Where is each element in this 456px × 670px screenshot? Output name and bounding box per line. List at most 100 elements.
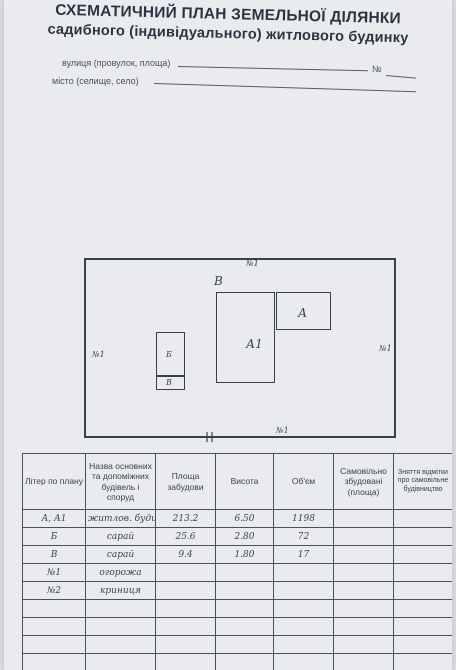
- cell-mark-removal: [393, 617, 452, 636]
- cell-volume: [273, 563, 334, 582]
- table-row: [22, 653, 452, 670]
- building-a1: [216, 292, 275, 383]
- street-label: вулиця (провулок, площа): [62, 58, 171, 68]
- cell-height: 1.80: [215, 545, 274, 564]
- cell-volume: [273, 599, 334, 618]
- building-a1-label: А1: [246, 337, 263, 351]
- cell-name: сарай: [85, 527, 156, 546]
- cell-letter: №1: [22, 563, 86, 582]
- cell-mark-removal: [393, 653, 452, 670]
- building-a: [276, 292, 331, 330]
- cell-mark-removal: [393, 581, 452, 600]
- cell-mark-removal: [393, 599, 452, 618]
- cell-area: [155, 581, 216, 600]
- cell-letter: №2: [22, 581, 86, 600]
- cell-height: [215, 617, 274, 636]
- building-b-label: Б: [166, 350, 172, 359]
- col-header-unauthorized: Самовільно збудовані (площа): [333, 453, 394, 510]
- cell-height: [215, 599, 274, 618]
- cell-volume: 72: [273, 527, 334, 546]
- cell-unauthorized: [333, 635, 394, 654]
- cell-unauthorized: [333, 527, 394, 546]
- cell-letter: [22, 599, 86, 618]
- land-plot-boundary: А1 А Б В №1 №1 №1 №1 В: [84, 258, 396, 442]
- well-mark: В: [214, 274, 223, 288]
- cell-area: [155, 635, 216, 654]
- cell-area: [155, 617, 216, 636]
- cell-letter: [22, 653, 86, 670]
- col-header-height: Висота: [215, 453, 274, 510]
- col-header-mark-removal: Зняття відмітки про самовільне будівницт…: [393, 453, 452, 510]
- cell-area: 25.6: [155, 527, 216, 546]
- cell-unauthorized: [333, 653, 394, 670]
- cell-height: [215, 563, 274, 582]
- cell-area: 213.2: [155, 509, 216, 528]
- cell-height: 2.80: [215, 527, 274, 546]
- cell-letter: [22, 617, 86, 636]
- city-label: місто (селище, село): [52, 76, 139, 86]
- gate-mark-icon: [206, 432, 213, 442]
- cell-mark-removal: [393, 527, 452, 546]
- fence-mark-left: №1: [92, 350, 105, 359]
- cell-name: огорожа: [85, 563, 156, 582]
- col-header-name: Назва основних та допоміжних будівель і …: [85, 453, 156, 510]
- cell-area: 9.4: [155, 545, 216, 564]
- cell-unauthorized: [333, 509, 394, 528]
- street-underline: [177, 66, 368, 72]
- table-row: [22, 635, 452, 654]
- buildings-register-table: Літер по плану Назва основних та допоміж…: [22, 453, 452, 670]
- cell-letter: А, А1: [22, 509, 86, 528]
- cell-unauthorized: [333, 599, 394, 618]
- cell-name: [85, 635, 156, 654]
- col-header-volume: Об'єм: [273, 453, 334, 510]
- number-underline: [385, 75, 416, 79]
- table-row: [22, 599, 452, 618]
- fence-mark-right: №1: [379, 344, 392, 353]
- city-underline: [153, 83, 416, 93]
- cell-volume: [273, 635, 334, 654]
- cell-name: [85, 617, 156, 636]
- cell-height: [215, 653, 274, 670]
- cell-mark-removal: [393, 509, 452, 528]
- table-row: [22, 617, 452, 636]
- cell-letter: [22, 635, 86, 654]
- cell-volume: 17: [273, 545, 334, 564]
- cell-area: [155, 653, 216, 670]
- fence-mark-bottom: №1: [276, 426, 289, 435]
- cell-volume: [273, 581, 334, 600]
- cell-unauthorized: [333, 545, 394, 564]
- col-header-letter: Літер по плану: [22, 453, 86, 510]
- cell-letter: Б: [22, 527, 86, 546]
- building-v-label: В: [166, 378, 172, 387]
- cell-area: [155, 563, 216, 582]
- fence-mark-top: №1: [246, 259, 259, 268]
- number-label: №: [372, 64, 382, 74]
- table-header-row: Літер по плану Назва основних та допоміж…: [22, 453, 452, 510]
- cell-height: [215, 635, 274, 654]
- cell-volume: 1198: [273, 509, 334, 528]
- cell-mark-removal: [393, 635, 452, 654]
- cell-height: 6.50: [215, 509, 274, 528]
- cell-unauthorized: [333, 617, 394, 636]
- document-sheet: СХЕМАТИЧНИЙ ПЛАН ЗЕМЕЛЬНОЇ ДІЛЯНКИ садиб…: [4, 0, 452, 670]
- col-header-area: Площа забудови: [155, 453, 216, 510]
- cell-unauthorized: [333, 563, 394, 582]
- cell-volume: [273, 653, 334, 670]
- cell-name: житлов. будинок: [85, 509, 156, 528]
- cell-volume: [273, 617, 334, 636]
- cell-area: [155, 599, 216, 618]
- cell-mark-removal: [393, 545, 452, 564]
- cell-mark-removal: [393, 563, 452, 582]
- cell-height: [215, 581, 274, 600]
- cell-name: [85, 599, 156, 618]
- building-b: [156, 332, 185, 376]
- cell-letter: В: [22, 545, 86, 564]
- cell-name: [85, 653, 156, 670]
- building-v: [156, 376, 185, 390]
- cell-name: криниця: [85, 581, 156, 600]
